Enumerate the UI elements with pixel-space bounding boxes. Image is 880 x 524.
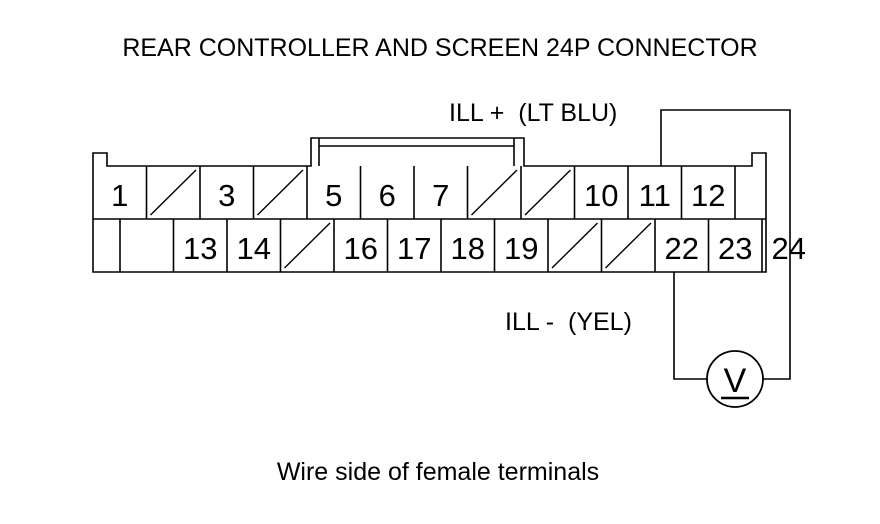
test-wires	[660, 109, 791, 380]
terminal-17: 17	[397, 231, 431, 266]
terminal-7: 7	[432, 178, 449, 213]
terminal-18: 18	[451, 231, 485, 266]
voltmeter-icon: V	[706, 350, 764, 408]
terminal-23: 23	[718, 231, 752, 266]
positive-wire	[660, 109, 791, 380]
diagram-title: REAR CONTROLLER AND SCREEN 24P CONNECTOR	[122, 34, 757, 62]
positive-wire-label: ILL + (LT BLU)	[449, 99, 617, 127]
terminal-side-note: Wire side of female terminals	[277, 458, 599, 486]
terminal-11: 11	[639, 178, 671, 213]
connector-row-2: 13 14 16 17 18 19 22 23 24	[119, 219, 806, 272]
terminal-22: 22	[665, 231, 699, 266]
terminal-14: 14	[237, 231, 271, 266]
terminal-6: 6	[379, 178, 396, 213]
unused-terminal-mark	[284, 222, 331, 269]
terminal-13: 13	[183, 231, 217, 266]
unused-terminal-mark	[257, 169, 304, 216]
unused-terminal-mark	[551, 222, 598, 269]
unused-terminal-mark	[471, 169, 518, 216]
unused-terminal-mark	[150, 169, 197, 216]
terminal-24: 24	[772, 231, 806, 266]
terminal-19: 19	[504, 231, 538, 266]
negative-wire	[673, 272, 707, 380]
unused-terminal-mark	[524, 169, 571, 216]
terminal-3: 3	[218, 178, 235, 213]
terminal-12: 12	[691, 178, 725, 213]
terminal-5: 5	[325, 178, 342, 213]
unused-terminal-mark	[605, 222, 652, 269]
voltmeter-symbol: V	[724, 362, 747, 400]
connector-row-1: 1 3 5 6 7 10 11 12	[111, 166, 736, 219]
connector-latch	[318, 138, 515, 166]
negative-wire-label: ILL - (YEL)	[505, 308, 632, 336]
terminal-1: 1	[111, 178, 128, 213]
terminal-10: 10	[584, 178, 618, 213]
terminal-16: 16	[344, 231, 378, 266]
connector-body	[92, 137, 767, 273]
